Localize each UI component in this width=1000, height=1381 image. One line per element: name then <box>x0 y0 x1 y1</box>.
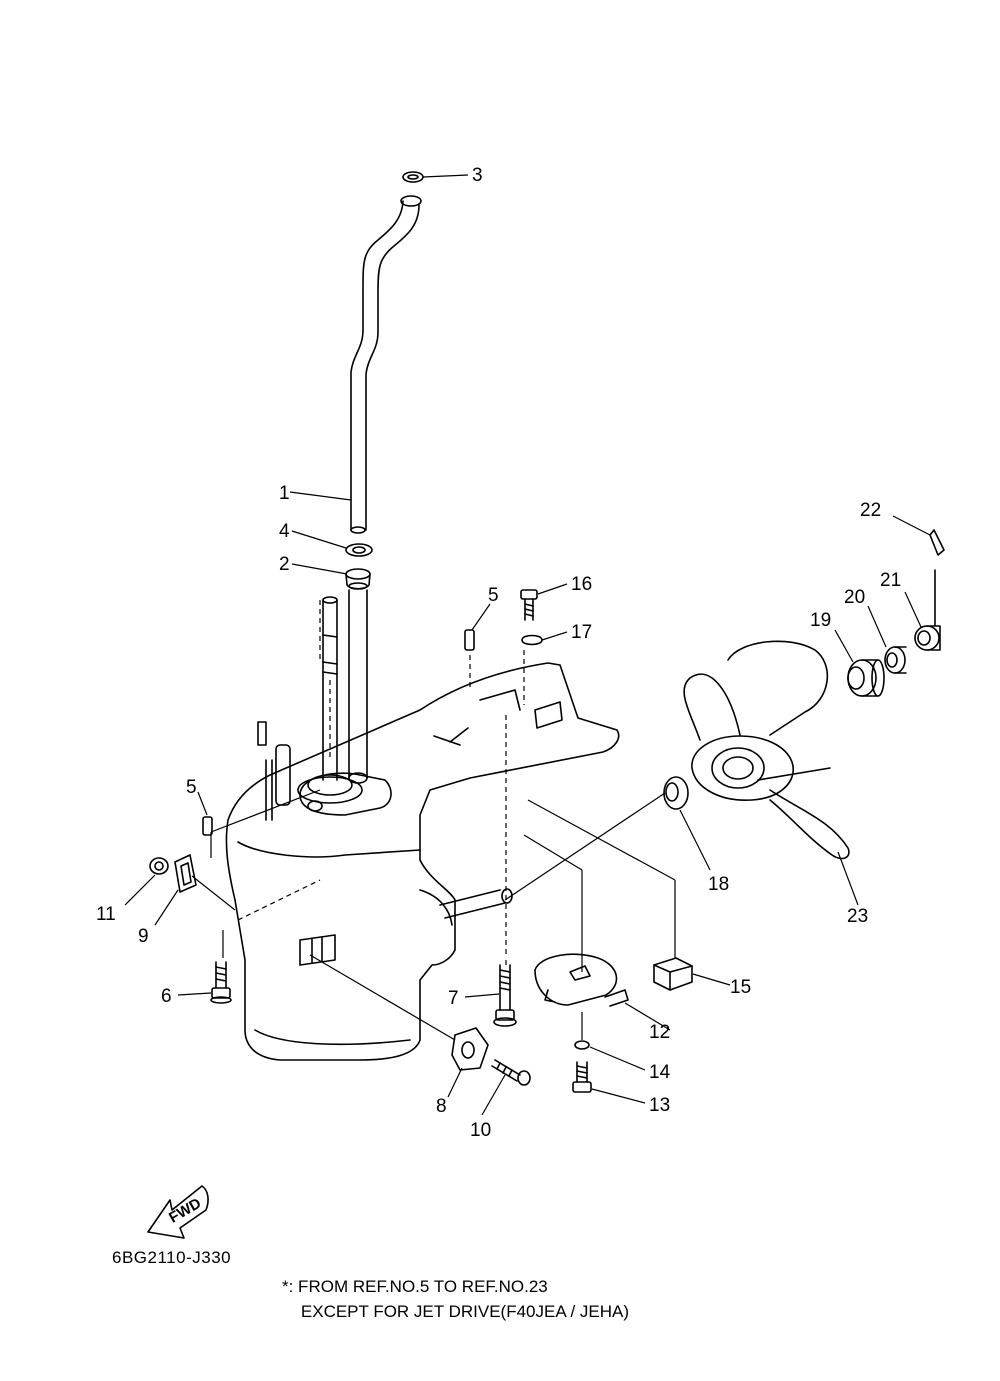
callout-numbers: 1 2 3 4 5 5 6 7 8 9 10 11 12 13 14 15 16… <box>96 165 901 1141</box>
callout-18: 18 <box>708 874 729 895</box>
part-8-grommet <box>451 1027 489 1071</box>
part-19-spacer <box>847 659 885 697</box>
diagram-code: 6BG2110-J330 <box>112 1248 232 1267</box>
part-16-bolt <box>520 589 538 621</box>
callout-5-lower: 5 <box>186 777 197 798</box>
part-11-nut <box>149 857 169 875</box>
callout-12: 12 <box>649 1022 670 1043</box>
callout-5-upper: 5 <box>488 585 499 606</box>
part-10-screw <box>491 1059 531 1086</box>
part-15-anode <box>653 957 693 991</box>
water-pump-housing <box>299 589 392 816</box>
callout-16: 16 <box>571 574 592 595</box>
callout-3: 3 <box>472 165 483 186</box>
footnote: *: FROM REF.NO.5 TO REF.NO.23 EXCEPT FOR… <box>282 1274 629 1324</box>
part-2-seal <box>345 568 371 590</box>
callout-22: 22 <box>860 500 881 521</box>
callout-20: 20 <box>844 587 865 608</box>
part-7-bolt <box>493 964 517 1027</box>
callout-21: 21 <box>880 570 901 591</box>
callout-8: 8 <box>436 1096 447 1117</box>
part-12-trim-tab <box>534 953 629 1007</box>
callout-9: 9 <box>138 926 149 947</box>
footnote-line-1: *: FROM REF.NO.5 TO REF.NO.23 <box>282 1277 548 1296</box>
part-5-dowel-pin-upper <box>464 629 475 651</box>
part-22-cotter-pin <box>929 529 945 626</box>
part-14-washer <box>574 1040 590 1050</box>
dashed-reference-lines <box>237 600 525 955</box>
callout-4: 4 <box>279 521 290 542</box>
part-1-water-tube <box>350 195 422 534</box>
callout-19: 19 <box>810 610 831 631</box>
part-6-bolt <box>210 961 232 1004</box>
drive-shaft <box>297 596 363 804</box>
part-23-propeller <box>683 640 850 860</box>
callout-15: 15 <box>730 977 751 998</box>
footnote-line-2: EXCEPT FOR JET DRIVE(F40JEA / JEHA) <box>282 1302 630 1321</box>
part-17-lock-washer <box>521 634 543 646</box>
part-4-grommet <box>345 543 373 557</box>
callout-6: 6 <box>161 986 172 1007</box>
callout-10: 10 <box>470 1120 491 1141</box>
part-21-castle-nut <box>914 625 941 651</box>
leader-lines <box>124 174 931 1116</box>
part-18-thrust-washer <box>663 776 689 810</box>
lower-unit-casing <box>225 662 620 1061</box>
callout-11: 11 <box>96 904 116 925</box>
callout-14: 14 <box>649 1062 671 1083</box>
fwd-arrow-icon <box>147 1185 209 1239</box>
callout-1: 1 <box>279 483 290 504</box>
part-20-washer <box>884 646 907 674</box>
callout-2: 2 <box>279 554 290 575</box>
callout-23: 23 <box>847 906 868 927</box>
part-13-bolt <box>572 1061 592 1093</box>
shift-rod <box>257 721 323 821</box>
callout-7: 7 <box>448 988 459 1009</box>
callout-17: 17 <box>571 622 592 643</box>
part-3-washer <box>402 171 424 183</box>
part-5-dowel-pin-lower <box>202 816 213 836</box>
callout-13: 13 <box>649 1095 670 1116</box>
part-9-grommet <box>174 854 197 893</box>
